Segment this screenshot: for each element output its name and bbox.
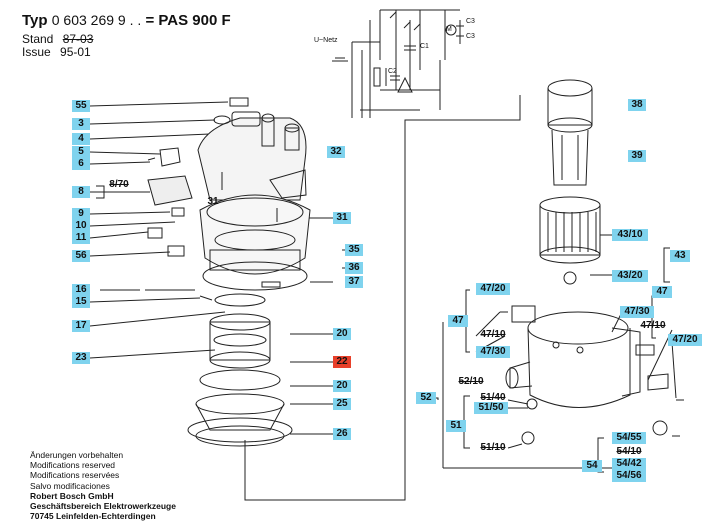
model-name: PAS 900 F: [158, 12, 231, 29]
label-25: 25: [333, 398, 351, 410]
label-16: 16: [72, 284, 90, 296]
footer-line: Änderungen vorbehalten: [30, 450, 124, 460]
footer-line: Modifications reserved: [30, 460, 116, 471]
label-56: 56: [72, 250, 90, 262]
label-23: 23: [72, 352, 90, 364]
label-51-40: 51/40: [480, 392, 506, 403]
label-47-10-left: 47/10: [480, 329, 506, 340]
issue-line: Issue 95-01: [22, 45, 91, 59]
label-47-30-left: 47/30: [476, 346, 510, 358]
tank-assembly: [475, 305, 684, 449]
label-39: 39: [628, 150, 646, 162]
c2-label: C2: [388, 68, 397, 75]
filter-ring-assembly: [145, 289, 293, 447]
label-6: 6: [72, 158, 90, 170]
label-47-10-right: 47/10: [640, 320, 666, 331]
label-43: 43: [670, 250, 690, 262]
label-31-inner: 31: [207, 196, 219, 207]
issue-label: Issue: [22, 45, 51, 59]
label-31: 31: [333, 212, 351, 224]
label-26: 26: [333, 428, 351, 440]
label-35: 35: [345, 244, 363, 256]
label-38: 38: [628, 99, 646, 111]
company-line: 70745 Leinfelden-Echterdingen: [30, 511, 156, 522]
bracket-lines: [96, 185, 670, 473]
issue-value: 95-01: [60, 45, 91, 59]
filter-cartridge-assembly: [539, 79, 612, 285]
label-54: 54: [582, 460, 602, 472]
motor-head-assembly: [147, 97, 311, 291]
c3-top-label: C3: [466, 18, 475, 25]
label-9: 9: [72, 208, 90, 220]
label-47-20-left: 47/20: [476, 283, 510, 295]
footer-line: Salvo modificaciones: [30, 480, 110, 491]
label-8-70: 8/70: [109, 179, 129, 190]
label-20-lower: 20: [333, 380, 351, 392]
company-line: Geschäftsbereich Elektrowerkzeuge: [30, 501, 176, 512]
label-4: 4: [72, 133, 90, 145]
label-17: 17: [72, 320, 90, 332]
label-55: 55: [72, 100, 90, 112]
stand-label: Stand: [22, 32, 54, 46]
label-47-30-right: 47/30: [620, 306, 654, 318]
label-54-10: 54/10: [616, 446, 642, 457]
label-36: 36: [345, 262, 363, 274]
c3-bottom-label: C3: [466, 33, 475, 40]
label-8: 8: [72, 186, 90, 198]
label-52: 52: [416, 392, 436, 404]
label-43-20: 43/20: [612, 270, 648, 282]
label-54-42: 54/42: [612, 458, 646, 470]
label-52-10: 52/10: [458, 376, 484, 387]
label-15: 15: [72, 296, 90, 308]
typ-label: Typ: [22, 12, 48, 29]
label-32: 32: [327, 146, 345, 158]
label-47-20-right: 47/20: [668, 334, 702, 346]
label-54-56: 54/56: [612, 470, 646, 482]
label-51-10: 51/10: [480, 442, 506, 453]
mains-label: U~Netz: [314, 37, 338, 44]
label-51: 51: [446, 420, 466, 432]
stand-value: 87-03: [62, 32, 94, 46]
label-51-50: 51/50: [474, 402, 508, 414]
label-47-left: 47: [448, 315, 468, 327]
label-54-55: 54/55: [612, 432, 646, 444]
label-11: 11: [72, 232, 90, 244]
type-line: Typ 0 603 269 9 . . = PAS 900 F: [22, 12, 231, 29]
label-43-10: 43/10: [612, 229, 648, 241]
label-47-right: 47: [652, 286, 672, 298]
stand-line: Stand 87-03: [22, 32, 93, 46]
type-number: 0 603 269 9 . .: [51, 12, 142, 28]
c1-label: C1: [420, 43, 429, 50]
label-20-upper: 20: [333, 328, 351, 340]
label-5: 5: [72, 146, 90, 158]
label-22-highlighted: 22: [333, 356, 351, 368]
label-37: 37: [345, 276, 363, 288]
footer-line: Modifications reservées: [30, 470, 120, 481]
footer-notes: Änderungen vorbehalten Modifications res…: [30, 450, 176, 521]
motor-label: M: [446, 26, 452, 33]
leader-lines: [89, 101, 345, 435]
equals-sign: =: [145, 12, 155, 29]
label-3: 3: [72, 118, 90, 130]
company-line: Robert Bosch GmbH: [30, 490, 114, 501]
wiring-diagram: [332, 9, 464, 118]
label-10: 10: [72, 220, 90, 232]
